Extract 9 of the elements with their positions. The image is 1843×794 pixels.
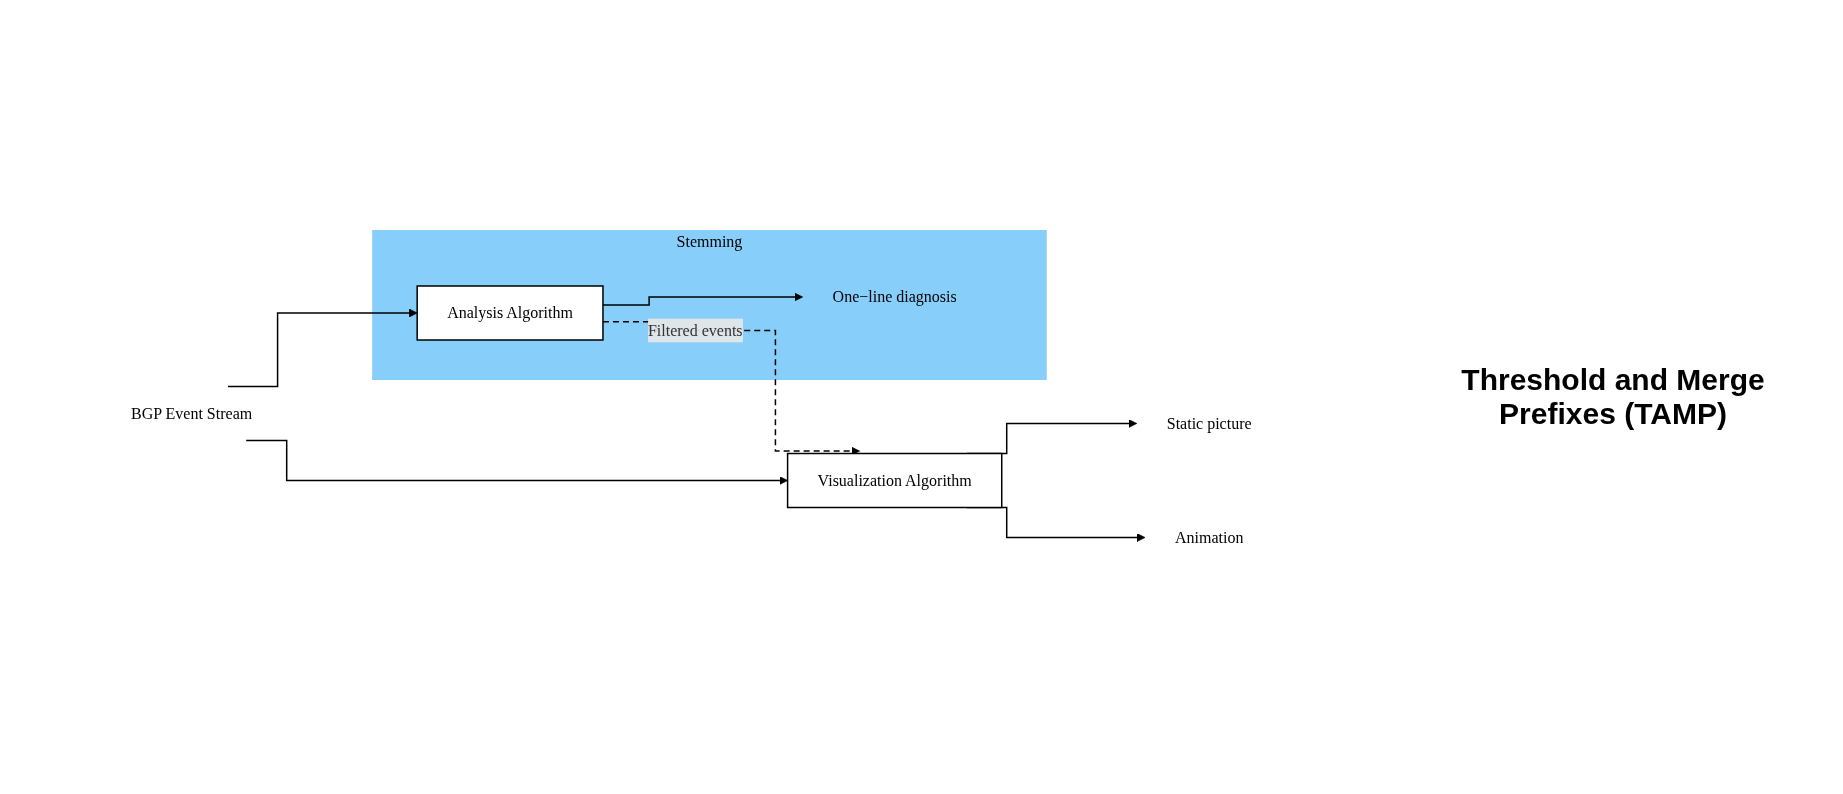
heading-label: Threshold and Merge Prefixes (TAMP) <box>1460 363 1766 431</box>
node-text: One−line diagnosis <box>832 287 957 305</box>
edge-label: Filtered events <box>648 321 743 339</box>
node-box: Analysis Algorithm <box>416 285 604 341</box>
node-text: Static picture <box>1166 414 1252 432</box>
node-text: BGP Event Stream <box>131 404 253 422</box>
node-text: Animation <box>1175 528 1244 546</box>
arrow <box>227 308 418 387</box>
node-box: Visualization Algorithm <box>787 452 1003 508</box>
